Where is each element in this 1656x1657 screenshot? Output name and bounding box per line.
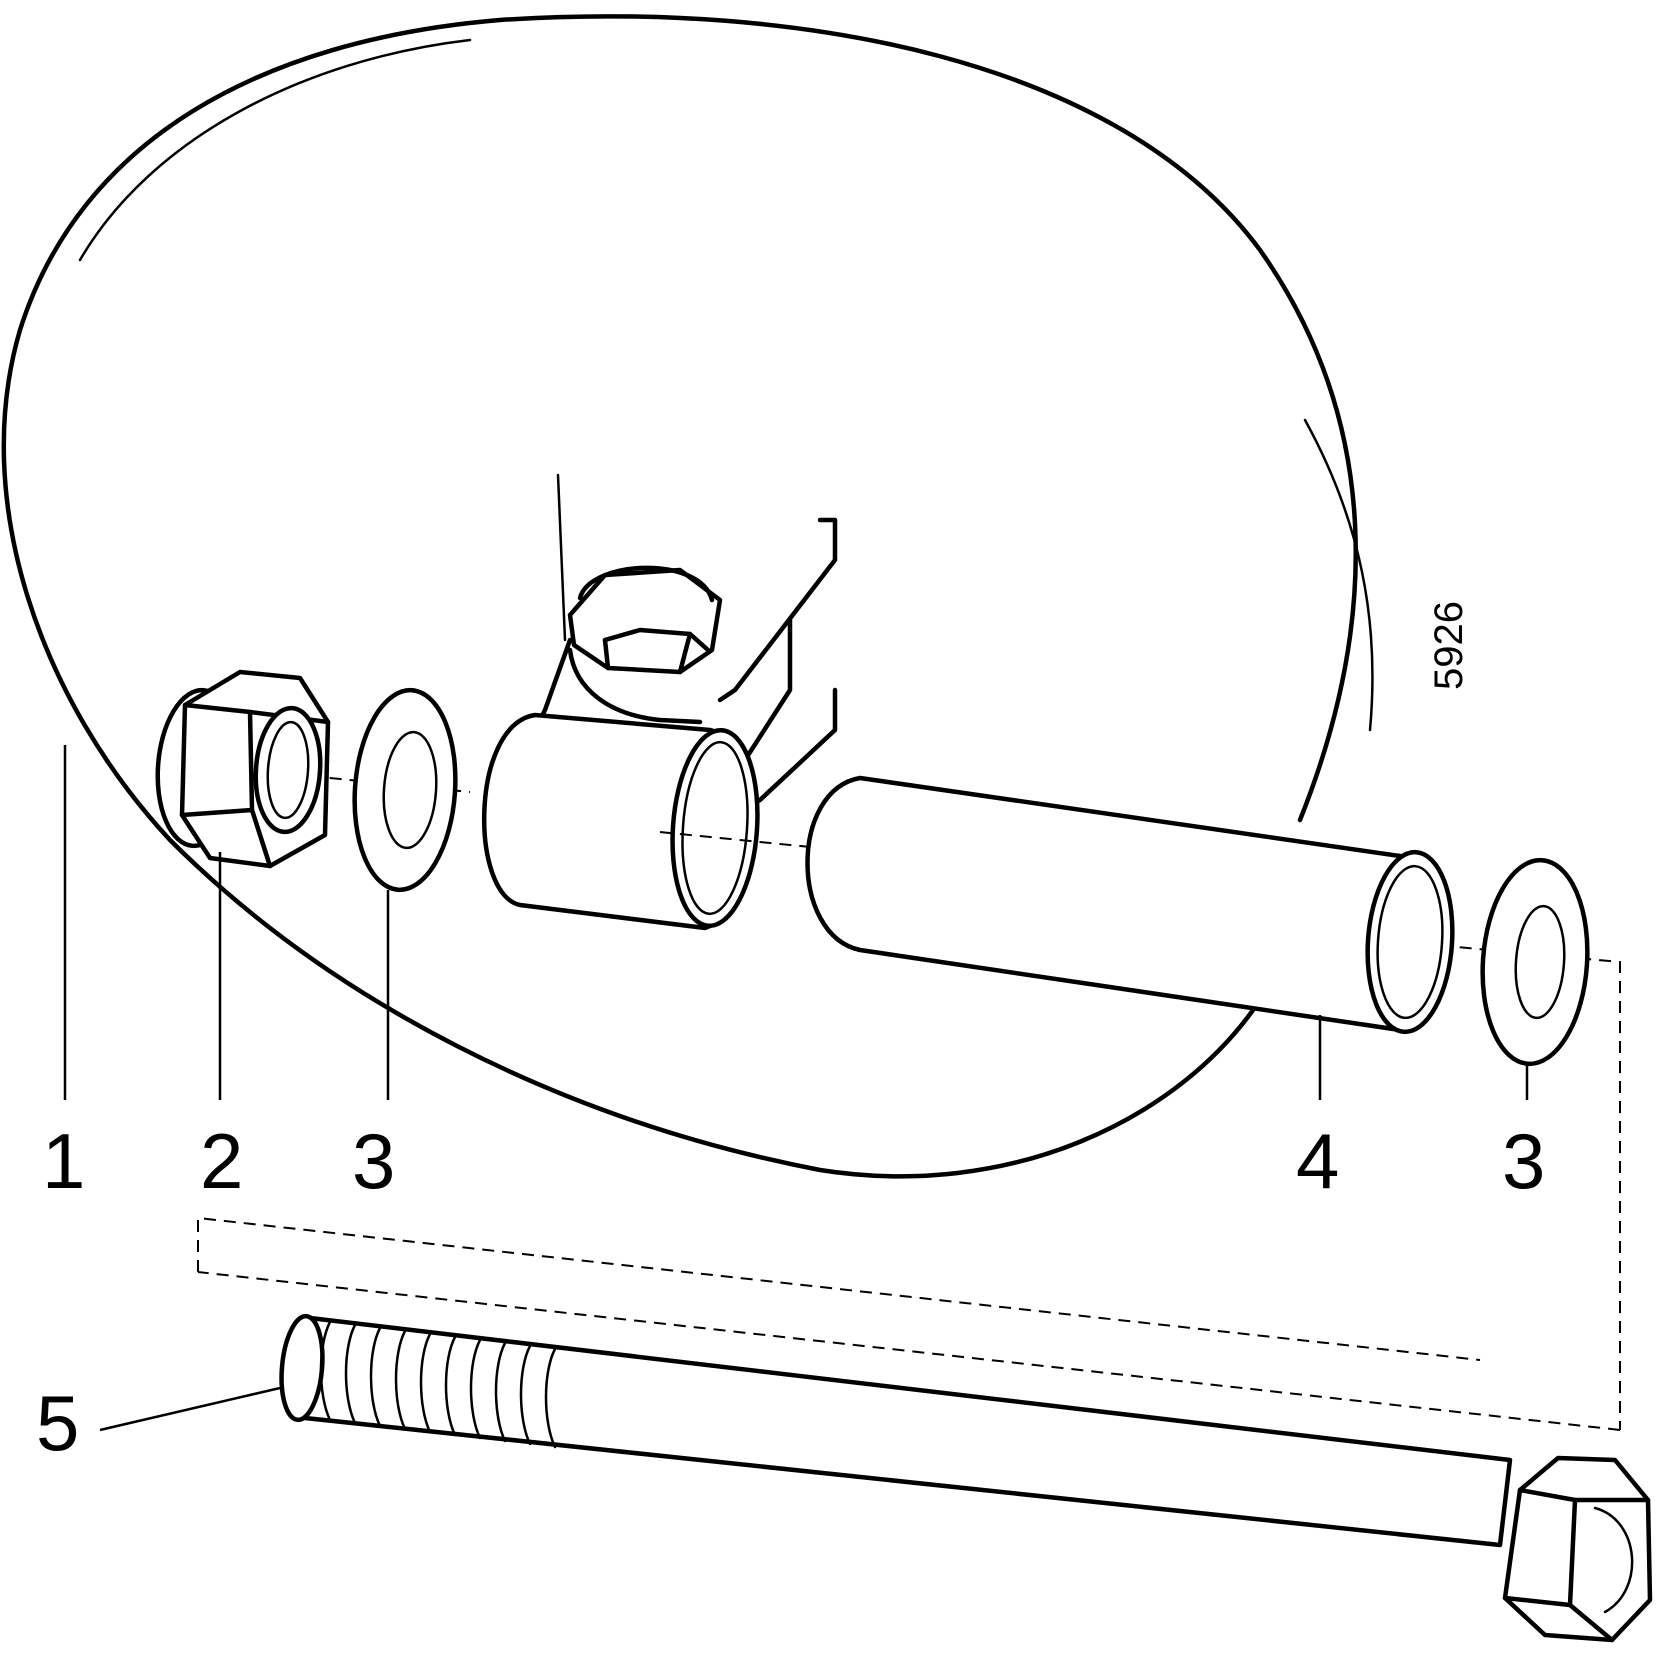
callout-3-left: 3 xyxy=(352,1117,395,1205)
part-3-washer-left xyxy=(352,687,458,893)
part-3-washer-right xyxy=(1480,857,1590,1067)
bracket-bolt-head xyxy=(567,565,723,675)
leader-lines xyxy=(63,745,1529,1432)
part-4-tube xyxy=(805,775,1455,1035)
callout-4: 4 xyxy=(1296,1117,1339,1205)
callout-1: 1 xyxy=(42,1117,85,1205)
part-2-lock-nut xyxy=(155,669,331,869)
callout-3-right: 3 xyxy=(1502,1117,1545,1205)
leader-5 xyxy=(99,1386,281,1432)
callout-2: 2 xyxy=(200,1117,243,1205)
bracket xyxy=(517,473,838,813)
bolt-threads xyxy=(319,1320,557,1449)
figure-number: 5926 xyxy=(1427,601,1471,690)
callout-labels: 1 2 3 4 3 5 xyxy=(36,1117,1545,1467)
part-5-bolt xyxy=(279,1313,1653,1643)
callout-5: 5 xyxy=(36,1379,79,1467)
part-1-disc xyxy=(1,14,1374,1179)
bracket-sleeve xyxy=(481,712,760,931)
